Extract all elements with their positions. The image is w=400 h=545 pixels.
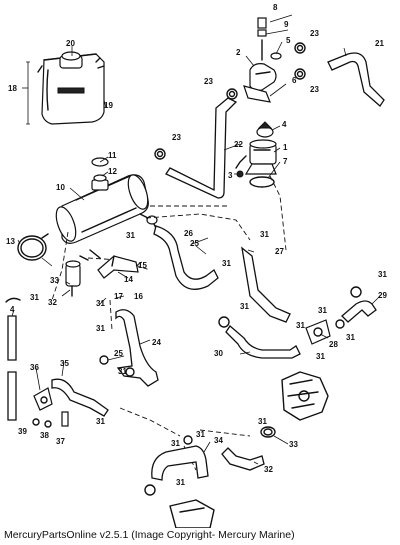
callout-17: 17 [114, 292, 123, 301]
hose-34 [144, 435, 209, 496]
hose-30 [218, 316, 301, 359]
callout-31m: 31 [118, 367, 127, 376]
callout-26: 26 [184, 229, 193, 238]
hose-29 [341, 286, 377, 323]
callout-31b: 31 [260, 230, 269, 239]
callout-28: 28 [329, 340, 338, 349]
hose-27 [241, 246, 291, 323]
callout-37: 37 [56, 437, 65, 446]
callout-36: 36 [30, 363, 39, 372]
callout-13: 13 [6, 237, 15, 246]
callout-31j: 31 [346, 333, 355, 342]
callout-31h: 31 [318, 306, 327, 315]
callout-31k: 31 [316, 352, 325, 361]
callout-20: 20 [66, 39, 75, 48]
callout-21: 21 [375, 39, 384, 48]
fasteners-37-38-39 [32, 411, 69, 428]
callout-6: 6 [292, 76, 297, 85]
hose-32-lower [221, 447, 265, 471]
callout-3: 3 [228, 171, 233, 180]
bracket-14-15 [79, 249, 139, 279]
callout-4: 4 [282, 120, 287, 129]
fitting-33 [65, 260, 81, 297]
callout-25b: 25 [114, 349, 123, 358]
callout-27: 27 [275, 247, 284, 256]
callout-31l: 31 [96, 324, 105, 333]
callout-39: 39 [18, 427, 27, 436]
parts-exploded-diagram: 8 9 5 2 23 21 6 23 23 4 1 7 3 22 23 20 1… [5, 3, 387, 528]
image-caption: MercuryPartsOnline v2.5.1 (Image Copyrig… [4, 529, 295, 541]
clamp-33-lower [260, 426, 276, 438]
callout-4b: 4 [10, 305, 15, 314]
callout-18: 18 [8, 84, 17, 93]
callout-31p: 31 [171, 439, 180, 448]
callout-33b: 33 [289, 440, 298, 449]
clip-36 [33, 387, 53, 411]
callout-1: 1 [283, 143, 288, 152]
callout-12: 12 [108, 167, 117, 176]
callout-16: 16 [134, 292, 143, 301]
callout-7: 7 [283, 157, 288, 166]
callout-5: 5 [286, 36, 291, 45]
callout-33a: 33 [50, 276, 59, 285]
callout-15: 15 [138, 261, 147, 270]
callout-31r: 31 [176, 478, 185, 487]
callout-31g: 31 [240, 302, 249, 311]
callout-11: 11 [108, 151, 117, 160]
callout-8: 8 [273, 3, 278, 12]
hose-24 [99, 309, 159, 387]
hose-22 [165, 97, 238, 199]
callout-23c: 23 [204, 77, 213, 86]
fitting-28 [305, 319, 345, 345]
callout-31o: 31 [196, 430, 205, 439]
callout-19: 19 [104, 101, 113, 110]
callout-22: 22 [234, 140, 243, 149]
hose-21 [327, 52, 385, 107]
callout-31d: 31 [30, 293, 39, 302]
heat-exchanger [55, 157, 158, 244]
callout-9: 9 [284, 20, 289, 29]
hose-clamp-13 [17, 233, 49, 261]
engine-block-sketch [169, 371, 329, 528]
coolant-reservoir [37, 51, 105, 125]
clamps-23-top [154, 42, 306, 160]
callout-34: 34 [214, 436, 223, 445]
thermostat-housing [235, 121, 277, 188]
tube-upper-left [5, 297, 21, 421]
callout-31q: 31 [258, 417, 267, 426]
callout-31a: 31 [126, 231, 135, 240]
callout-2: 2 [236, 48, 241, 57]
callout-31f: 31 [378, 270, 387, 279]
callout-23a: 23 [310, 29, 319, 38]
hose-26 [153, 225, 219, 290]
callout-23b: 23 [310, 85, 319, 94]
callout-31c: 31 [222, 259, 231, 268]
elbow-fitting-2 [243, 17, 282, 103]
callout-23d: 23 [172, 133, 181, 142]
callout-29: 29 [378, 291, 387, 300]
callout-31n: 31 [96, 417, 105, 426]
callout-10: 10 [56, 183, 65, 192]
callout-14: 14 [124, 275, 133, 284]
callout-35: 35 [60, 359, 69, 368]
callout-32b: 32 [264, 465, 273, 474]
callout-32a: 32 [48, 298, 57, 307]
callout-24: 24 [152, 338, 161, 347]
callout-labels: 8 9 5 2 23 21 6 23 23 4 1 7 3 22 23 20 1… [6, 3, 387, 487]
callout-38: 38 [40, 431, 49, 440]
hose-35 [51, 378, 109, 417]
callout-31e: 31 [96, 299, 105, 308]
callout-30: 30 [214, 349, 223, 358]
leader-lines [11, 14, 381, 465]
bracket-18 [22, 61, 30, 125]
callout-31i: 31 [296, 321, 305, 330]
callout-25a: 25 [190, 239, 199, 248]
